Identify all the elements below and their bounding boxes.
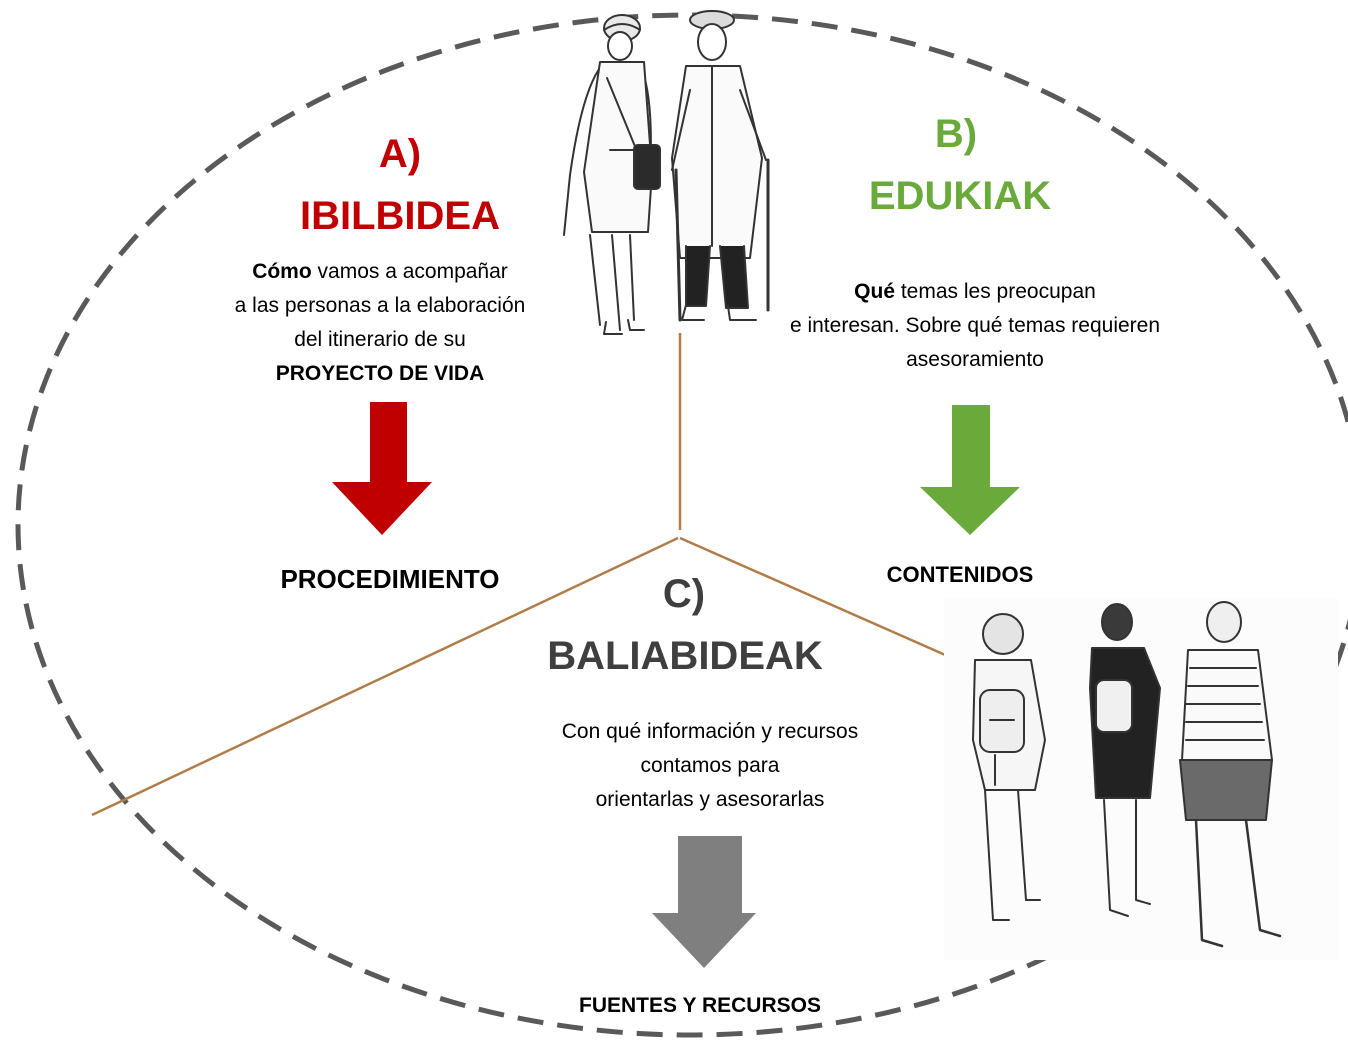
arrow-down-red xyxy=(332,402,432,535)
section-a-desc-rest: vamos a acompañar xyxy=(311,260,508,283)
three-people-illustration xyxy=(944,598,1338,960)
arrow-down-gray xyxy=(652,836,756,968)
section-a-desc-bold: Cómo xyxy=(252,260,312,283)
section-b-title: EDUKIAK xyxy=(868,174,1052,218)
section-b-desc-line2: e interesan. Sobre qué temas requieren xyxy=(789,314,1161,337)
section-b-description: Qué temas les preocupan e interesan. Sob… xyxy=(740,278,1210,374)
section-b-desc-bold: Qué xyxy=(854,280,896,303)
section-c-outcome: FUENTES Y RECURSOS xyxy=(579,994,821,1017)
section-c-desc-line1: Con qué información y recursos xyxy=(561,720,859,743)
dashed-oval-boundary xyxy=(15,12,1348,1038)
section-b-desc-rest: temas les preocupan xyxy=(895,280,1096,303)
section-a-description: Cómo vamos a acompañar a las personas a … xyxy=(170,258,590,388)
section-c-description: Con qué información y recursos contamos … xyxy=(490,718,930,814)
divider-left xyxy=(91,536,679,817)
section-a-desc-line2: a las personas a la elaboración xyxy=(234,294,526,317)
section-b-desc-line1: Qué temas les preocupan xyxy=(740,278,1210,306)
section-b-desc-line3: asesoramiento xyxy=(906,348,1044,371)
section-c-letter: C) xyxy=(662,572,706,616)
section-a-desc-line4: PROYECTO DE VIDA xyxy=(275,362,485,385)
elderly-couple-illustration xyxy=(563,10,770,335)
arrow-down-green xyxy=(920,405,1020,535)
section-a-title: IBILBIDEA xyxy=(300,194,500,238)
section-c-desc-line2: contamos para xyxy=(640,754,780,777)
section-a-desc-line3: del itinerario de su xyxy=(294,328,466,351)
section-a-outcome: PROCEDIMIENTO xyxy=(280,564,500,594)
section-b-outcome: CONTENIDOS xyxy=(886,562,1034,587)
section-c-desc-line3: orientarlas y asesorarlas xyxy=(595,788,825,811)
section-c-title: BALIABIDEAK xyxy=(547,634,823,678)
section-a-desc-line1: Cómo vamos a acompañar xyxy=(170,258,590,286)
section-b-letter: B) xyxy=(934,112,978,156)
section-a-letter: A) xyxy=(378,132,422,176)
